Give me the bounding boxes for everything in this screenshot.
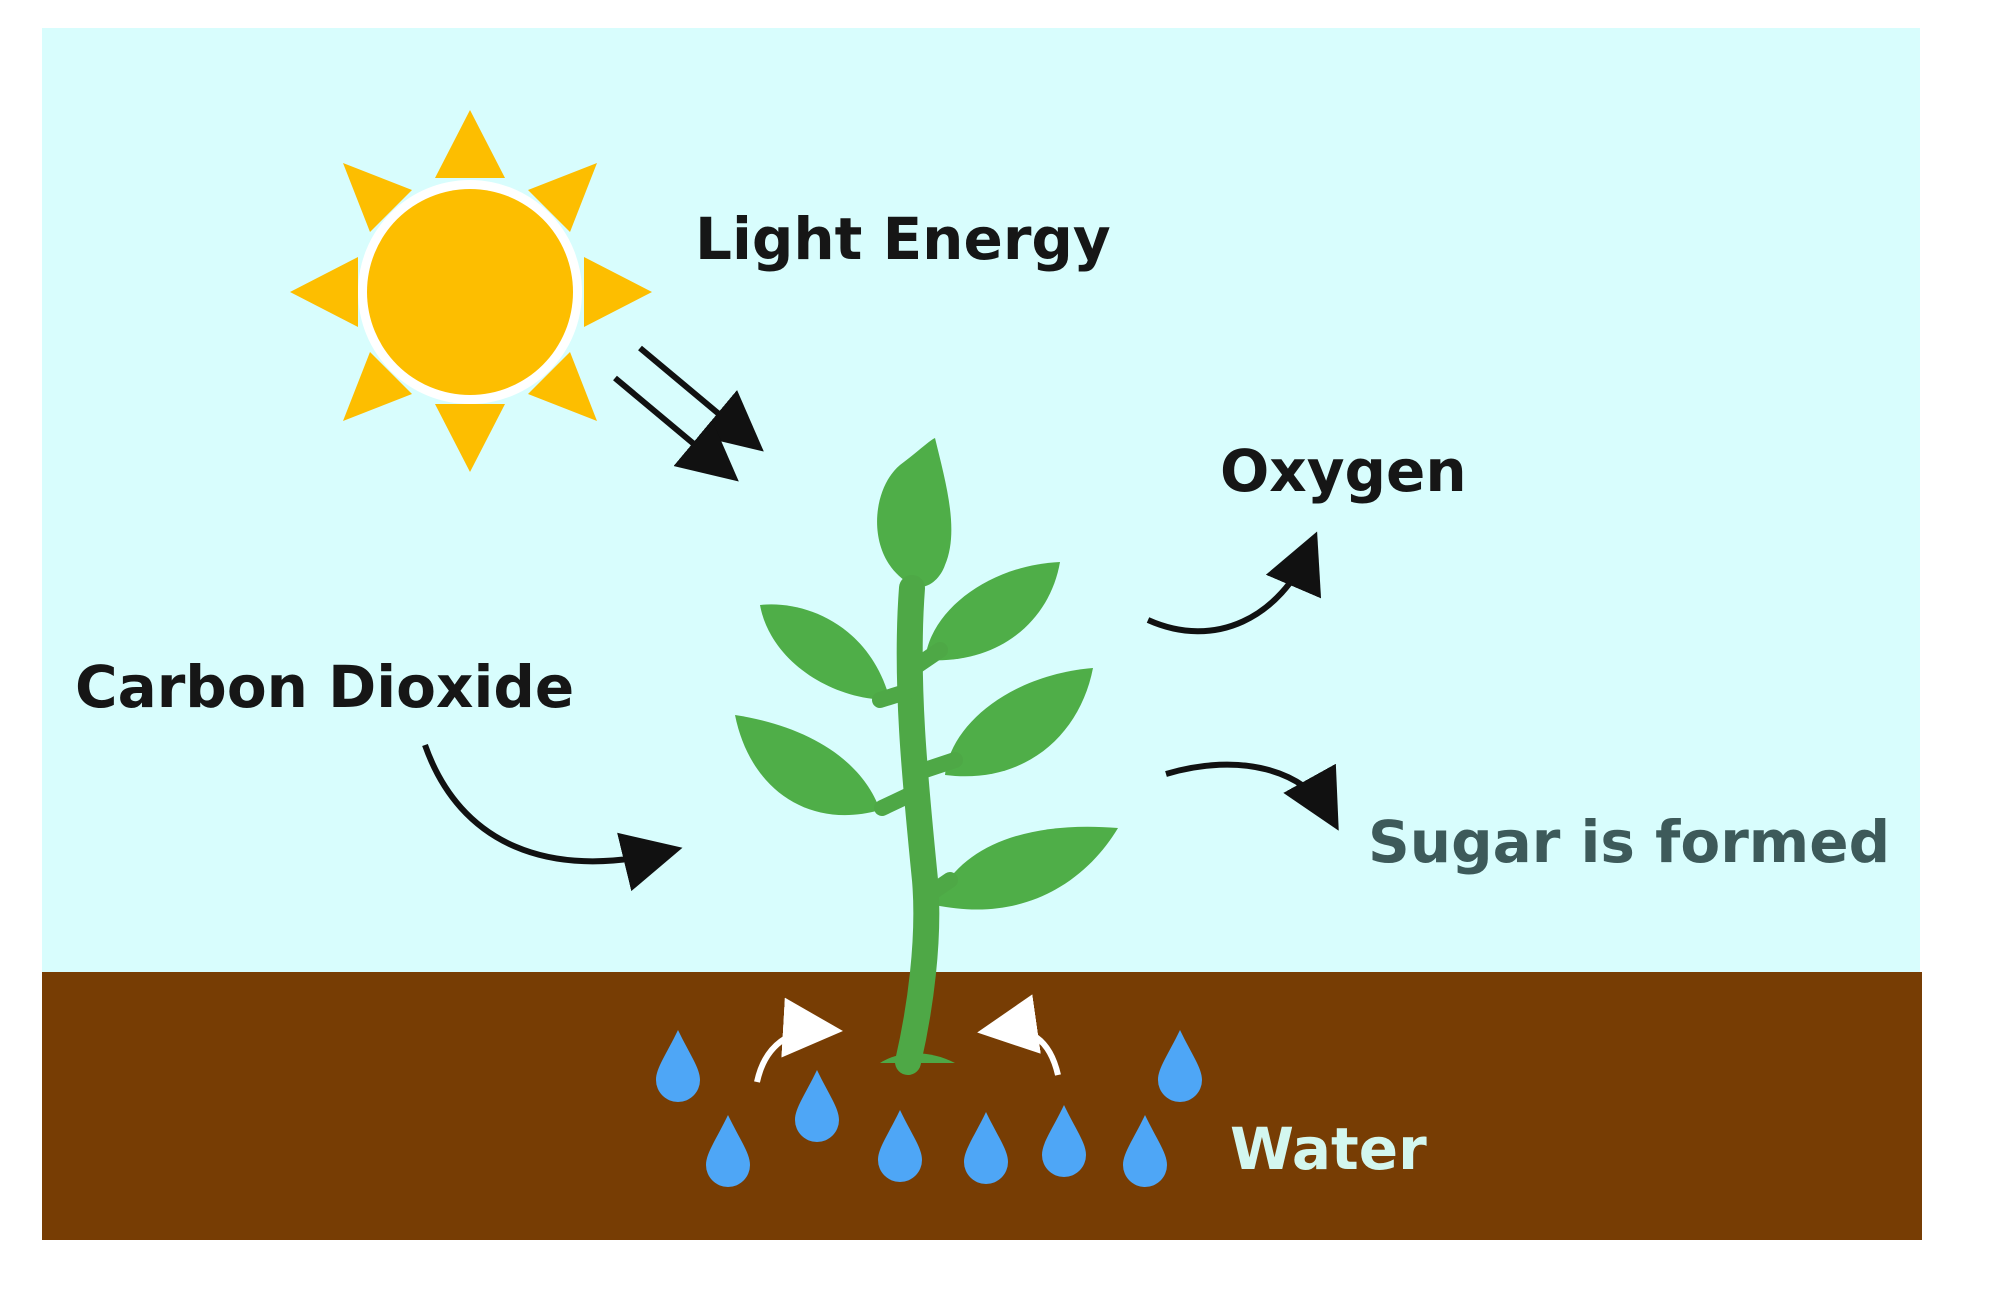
water-drop-icon (1158, 1030, 1202, 1102)
leaf-middle-left (735, 715, 880, 816)
water-label: Water (1230, 1115, 1427, 1183)
soil-ground (42, 972, 1922, 1240)
water-uptake-arrows (754, 994, 1061, 1083)
plant-stem (895, 575, 940, 1075)
carbon-dioxide-label: Carbon Dioxide (75, 653, 575, 721)
light-ray-arrows (613, 345, 764, 482)
water-drop-icon (795, 1070, 839, 1142)
leaf-middle-right (945, 668, 1093, 777)
water-drop-icon (1123, 1115, 1167, 1187)
leaf-upper-left (760, 604, 890, 700)
oxygen-arrow (1146, 531, 1321, 635)
leaf-upper-right (925, 562, 1060, 661)
leaf-lower-right (935, 826, 1118, 910)
water-drop-icon (1042, 1105, 1086, 1177)
oxygen-label: Oxygen (1220, 437, 1467, 505)
water-drops (656, 1030, 1202, 1187)
water-drop-icon (706, 1115, 750, 1187)
water-drop-icon (656, 1030, 700, 1102)
water-drop-icon (964, 1112, 1008, 1184)
sun-icon (290, 110, 652, 472)
light-energy-label: Light Energy (695, 205, 1111, 273)
carbon-dioxide-arrow (422, 744, 683, 892)
water-drop-icon (878, 1110, 922, 1182)
plant-icon (735, 438, 1118, 1075)
sugar-arrow (1165, 761, 1339, 831)
sugar-label: Sugar is formed (1368, 808, 1891, 876)
leaf-top (877, 438, 952, 588)
